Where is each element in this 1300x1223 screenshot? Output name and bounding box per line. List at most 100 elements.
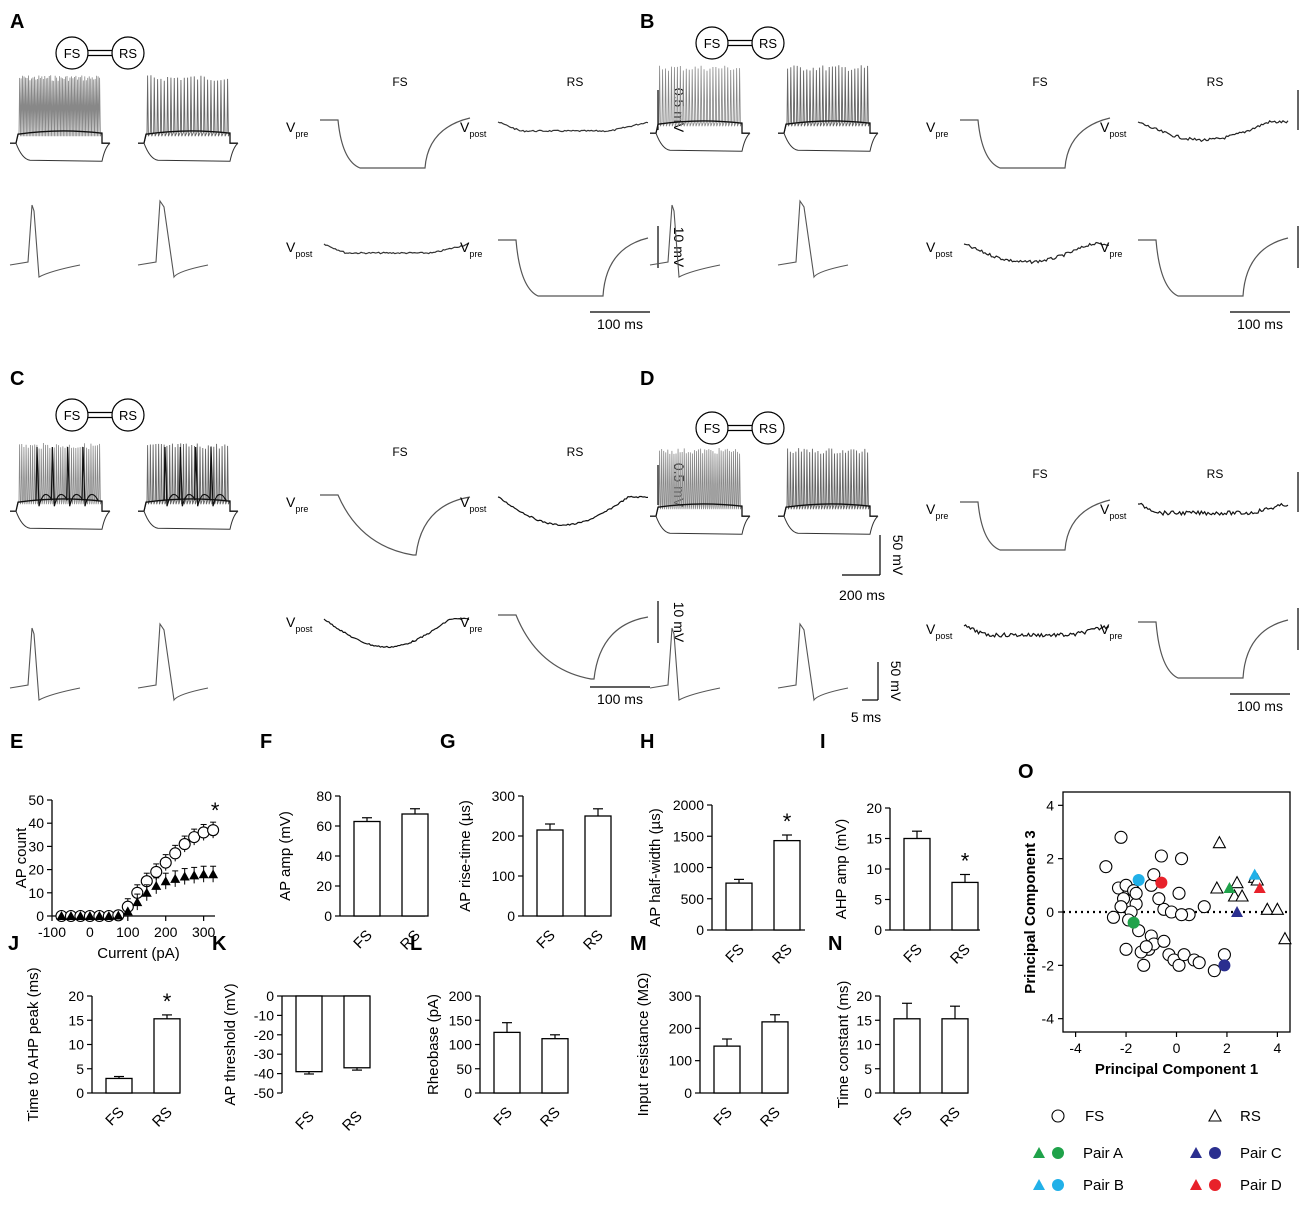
- x-tick-label: -4: [1069, 1040, 1082, 1056]
- data-point: [1152, 892, 1166, 906]
- fs-spike-train: [650, 65, 751, 152]
- fs-spike-train: [10, 75, 111, 162]
- v-pre-label: Vpre: [1100, 239, 1122, 259]
- y-tick-label: 4: [1046, 797, 1054, 813]
- y-tick-label: 200: [492, 828, 516, 844]
- v-symbol: V: [286, 614, 296, 630]
- y-tick-label: 0: [464, 1085, 472, 1101]
- series-pair-c: [1218, 906, 1244, 972]
- data-point: [169, 847, 182, 860]
- y-tick-label: -2: [1042, 957, 1055, 973]
- rs-column-header: RS: [1207, 75, 1224, 89]
- v-subscript: post: [469, 129, 487, 139]
- legend-rs-marker: [1208, 1108, 1222, 1122]
- bar-rs: [761, 1021, 789, 1094]
- x-tick-label: 0: [86, 924, 94, 940]
- rs-ap-waveform: [137, 199, 209, 279]
- data-point: [1207, 964, 1221, 978]
- data-point: [1197, 900, 1211, 914]
- legend-pair-c-circle: [1209, 1147, 1221, 1159]
- y-tick-label: -10: [254, 1007, 274, 1023]
- sub-spike-trace: [35, 446, 53, 507]
- x-category-label: FS: [533, 927, 559, 953]
- x-category-label: FS: [292, 1108, 318, 1134]
- rs-spike-train: [138, 75, 239, 162]
- series-pair-a: [1127, 882, 1236, 929]
- scale-time: 100 ms: [1237, 316, 1283, 332]
- v-pre-label: Vpre: [926, 501, 948, 521]
- x-category-label: FS: [102, 1104, 128, 1130]
- x-category-label: RS: [149, 1104, 176, 1131]
- data-point: [141, 887, 152, 897]
- y-tick-label: 200: [449, 988, 473, 1004]
- y-tick-label: 10: [68, 1037, 84, 1053]
- data-point: [1192, 956, 1206, 970]
- rs-ap-waveform: [777, 199, 849, 279]
- hyperpolarizing-trace: [650, 515, 751, 535]
- v-pre-label: Vpre: [286, 494, 308, 514]
- data-point: [1270, 902, 1285, 915]
- data-point: [1114, 830, 1128, 844]
- scale-ap-t: 5 ms: [851, 709, 881, 725]
- v-subscript: pre: [935, 511, 948, 521]
- fs-ap-waveform: [649, 627, 721, 701]
- y-tick-label: 0: [76, 1085, 84, 1101]
- bar-fs: [725, 882, 753, 931]
- fs-ap-waveform: [9, 627, 81, 701]
- fs-post-trace: [323, 242, 470, 255]
- data-point: [1235, 888, 1250, 902]
- rs-pre-trace: [1138, 237, 1289, 297]
- bar-fs: [893, 1018, 921, 1094]
- legend-pair-c-label: Pair C: [1240, 1145, 1282, 1162]
- y-axis-label: AP half-width (µs): [647, 808, 664, 926]
- data-point: [1106, 910, 1120, 924]
- legend-pair-d-triangle: [1190, 1179, 1202, 1190]
- rs-post-trace: [497, 121, 649, 133]
- y-axis-label: Rheobase (pA): [425, 994, 442, 1095]
- significance-star: *: [211, 798, 220, 823]
- bar-fs: [295, 995, 323, 1073]
- data-point: [151, 880, 162, 890]
- rs-cell-label: RS: [119, 46, 137, 61]
- fs-cell-label: FS: [704, 421, 721, 436]
- data-point: [132, 897, 143, 907]
- x-tick-label: 0: [1173, 1040, 1181, 1056]
- scale-ap-v: 50 mV: [888, 661, 904, 702]
- series-pair-b: [1132, 868, 1261, 886]
- y-axis-label: AHP amp (mV): [833, 819, 850, 920]
- y-tick-label: 2000: [673, 797, 704, 813]
- rs-post-trace: [1137, 119, 1289, 143]
- spike-train-trace: [778, 448, 878, 517]
- y-tick-label: 0: [507, 908, 515, 924]
- y-axis-label: Input resistance (MΩ): [635, 973, 652, 1117]
- bar-rs: [153, 1018, 181, 1094]
- y-tick-label: 40: [28, 815, 44, 831]
- scale-time: 100 ms: [1237, 698, 1283, 714]
- y-axis-label: Time constant (ms): [835, 981, 852, 1109]
- legend-pair-b-triangle: [1033, 1179, 1045, 1190]
- fs-cell-label: FS: [64, 408, 81, 423]
- data-point: [150, 865, 163, 878]
- y-tick-label: 60: [316, 818, 332, 834]
- data-point: [1147, 868, 1161, 882]
- v-subscript: pre: [295, 129, 308, 139]
- rs-ap-waveform: [137, 622, 209, 702]
- sub-spike-trace: [50, 446, 68, 507]
- legend-pair-a-circle: [1052, 1147, 1064, 1159]
- scale-bottom: 10 mV: [671, 227, 687, 268]
- v-symbol: V: [460, 239, 470, 255]
- sub-spike-trace: [209, 446, 227, 507]
- v-subscript: post: [295, 624, 313, 634]
- rs-cell-icon: [111, 36, 145, 70]
- v-subscript: post: [1109, 511, 1127, 521]
